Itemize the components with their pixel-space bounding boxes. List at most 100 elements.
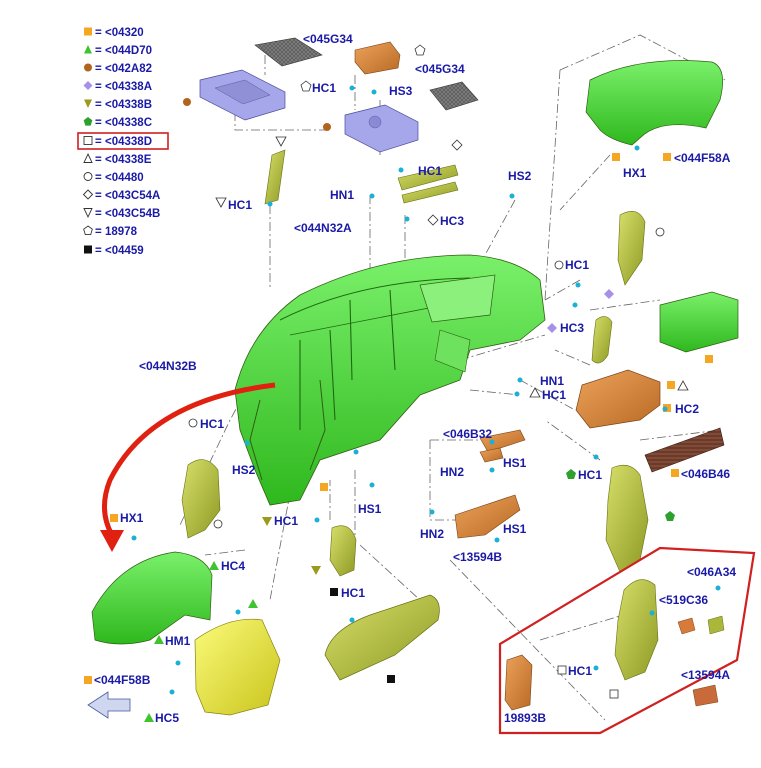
- legend-equals: =: [95, 99, 102, 111]
- legend-highlight-box: [77, 132, 169, 150]
- fastener-label: HC1: [228, 198, 252, 212]
- part-label: <046B46: [681, 467, 730, 481]
- fastener-label: HC3: [560, 321, 584, 335]
- center-stack-bezel-part: [614, 579, 659, 681]
- part-label: <045G34: [303, 32, 353, 46]
- diamond-outline-icon: [82, 189, 94, 200]
- ashtray-part: [504, 654, 533, 711]
- legend-code: <04320: [105, 27, 144, 39]
- square-filled-icon: [667, 381, 675, 389]
- fastener-label: HC1: [578, 468, 602, 482]
- storage-mat-part: [429, 81, 479, 111]
- part-label: <13594A: [681, 668, 730, 682]
- legend-item: = <04338C: [83, 117, 152, 129]
- fastener-label: HM1: [165, 634, 191, 648]
- circle-filled-icon: [183, 98, 191, 106]
- triangle-filled-icon: [154, 635, 164, 644]
- legend-item: = <044D70: [84, 45, 152, 57]
- legend-equals: =: [95, 154, 102, 166]
- fastener-label: HS2: [508, 169, 532, 183]
- red-arrow-head: [100, 530, 124, 552]
- fastener-label: HC1: [341, 586, 365, 600]
- legend-equals: =: [95, 245, 102, 257]
- circle-outline-icon: [554, 260, 564, 270]
- circle-outline-icon: [188, 418, 198, 428]
- legend-item: = <04338E: [83, 152, 152, 166]
- square-outline-icon: [609, 689, 619, 699]
- triangle-outline-icon: [529, 387, 541, 398]
- square-outline-icon: [557, 665, 567, 675]
- diamond-filled-icon: [604, 289, 614, 299]
- legend-item: = <04338D: [83, 136, 152, 148]
- fastener-label: HN2: [420, 527, 444, 541]
- pentagon-outline-icon: [414, 44, 426, 56]
- legend-item: = <04480: [83, 172, 144, 184]
- airbag-module-part: [659, 291, 739, 353]
- fastener-label: HS3: [389, 84, 413, 98]
- fastener-label: HX1: [120, 511, 144, 525]
- legend-item: = 18978: [83, 225, 138, 238]
- fastener-label: HC1: [200, 417, 224, 431]
- triangle-filled-icon: [84, 45, 92, 54]
- triangle-filled-icon: [209, 561, 219, 570]
- fastener-label: HS1: [503, 522, 527, 536]
- vent-bezel-part: [591, 316, 613, 364]
- legend-item: = <043C54A: [82, 189, 160, 202]
- triangle-down-filled-icon: [84, 99, 92, 108]
- end-panel-part: [181, 459, 221, 539]
- circle-outline-icon: [83, 172, 93, 181]
- side-trim-part: [617, 210, 646, 286]
- legend-code: <044D70: [105, 45, 152, 57]
- legend-equals: =: [95, 27, 102, 39]
- legend-code: <04338A: [105, 81, 152, 93]
- tray-part: [354, 41, 401, 75]
- legend-equals: =: [95, 63, 102, 75]
- fastener-label: HC3: [440, 214, 464, 228]
- legend-code: <04459: [105, 245, 144, 257]
- clip-part: [707, 615, 725, 635]
- legend-equals: =: [95, 190, 102, 202]
- pentagon-filled-icon: [566, 469, 576, 479]
- part-label: <046A34: [687, 565, 736, 579]
- legend-equals: =: [95, 81, 102, 93]
- square-black-icon: [387, 675, 395, 683]
- square-filled-icon: [320, 483, 328, 491]
- legend-equals: =: [95, 208, 102, 220]
- diamond-filled-icon: [547, 323, 557, 333]
- legend-code: <042A82: [105, 63, 152, 75]
- legend-equals: =: [95, 136, 102, 148]
- trim-strip-part: [397, 164, 459, 191]
- triangle-down-filled-icon: [311, 566, 321, 575]
- part-label: <044N32A: [294, 221, 352, 235]
- fastener-label: HC4: [221, 559, 245, 573]
- square-black-icon: [330, 588, 338, 596]
- fastener-label: HC1: [542, 388, 566, 402]
- fastener-label: HN1: [540, 374, 564, 388]
- part-label: <13594B: [453, 550, 502, 564]
- instrument-cluster-hood-part: [91, 551, 213, 645]
- part-label: <044F58B: [94, 673, 151, 687]
- diamond-outline-icon: [427, 214, 439, 226]
- trim-strip-part: [264, 149, 286, 205]
- pentagon-outline-icon: [83, 225, 93, 236]
- fastener-label: HX1: [623, 166, 647, 180]
- legend-code: <04480: [105, 172, 144, 184]
- part-label: <044F58A: [674, 151, 731, 165]
- circle-filled-icon: [84, 63, 92, 72]
- pentagon-filled-icon: [83, 117, 93, 126]
- legend-code: <043C54B: [105, 208, 160, 220]
- vent-bezel-part: [329, 525, 357, 577]
- part-label: <044N32B: [139, 359, 197, 373]
- triangle-down-outline-icon: [83, 208, 93, 219]
- legend-equals: =: [95, 117, 102, 129]
- clip-part: [677, 617, 696, 635]
- legend: = <04320 = <044D70 = <042A82 = <04338A =…: [77, 27, 169, 257]
- square-filled-icon: [84, 27, 92, 36]
- triangle-down-outline-icon: [275, 136, 287, 147]
- triangle-down-outline-icon: [215, 197, 227, 208]
- bracket-part: [454, 494, 521, 539]
- dashboard-frame-part: [234, 254, 546, 506]
- legend-item: = <042A82: [84, 63, 152, 75]
- fastener-label: HC1: [565, 258, 589, 272]
